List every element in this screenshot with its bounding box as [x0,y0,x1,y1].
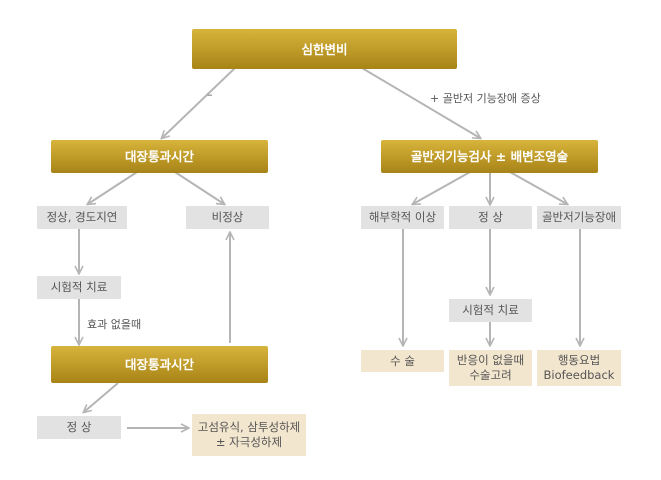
node-trial-treatment-left: 시험적 치료 [37,276,121,299]
node-normal-mid: 정 상 [449,206,532,229]
node-anatomic-abnormality: 해부학적 이상 [361,206,444,229]
node-normal-bottom: 정 상 [37,416,121,439]
behavior-line-1: 행동요법 [557,353,601,367]
fiber-line-1: 고섬유식, 삼투성하제 [197,420,301,434]
arrow-transit-to-normal [88,171,138,204]
node-trial-treatment-right: 시험적 치료 [449,299,532,322]
node-abnormal: 비정상 [186,206,269,229]
consider-line-2: 수술고려 [469,368,512,382]
node-consider-surgery: 반응이 없을때 수술고려 [449,350,532,386]
node-colonic-transit-time-2: 대장통과시간 [51,346,268,383]
node-behavioral-therapy: 행동요법 Biofeedback [537,350,621,386]
arrow-test-to-pfd [509,171,567,204]
fiber-line-2: ± 자극성하제 [215,435,283,449]
node-pelvic-floor-dysfunction: 골반저기능장애 [537,206,621,229]
behavior-line-2: Biofeedback [543,368,615,382]
arrow-top-to-right [361,67,480,138]
arrow-transit-to-abnormal [174,171,224,204]
arrow-test-to-anatomic [413,171,471,204]
label-no-effect: 효과 없을때 [87,318,142,331]
arrow-transit2-to-normal [84,382,119,412]
consider-line-1: 반응이 없을때 [456,353,525,367]
node-colonic-transit-time: 대장통과시간 [51,140,268,173]
node-pelvic-floor-test: 골반저기능검사 ± 배변조영술 [381,140,598,173]
label-minus: – [207,88,213,101]
node-surgery: 수 술 [361,350,444,372]
label-pelvic-floor-symptom: + 골반저 기능장애 증상 [430,92,541,105]
arrow-top-to-left [162,67,236,138]
node-severe-constipation: 심한변비 [192,29,457,69]
node-normal-mild-delay: 정상, 경도지연 [37,206,127,229]
node-fiber-laxatives: 고섬유식, 삼투성하제 ± 자극성하제 [192,414,306,456]
